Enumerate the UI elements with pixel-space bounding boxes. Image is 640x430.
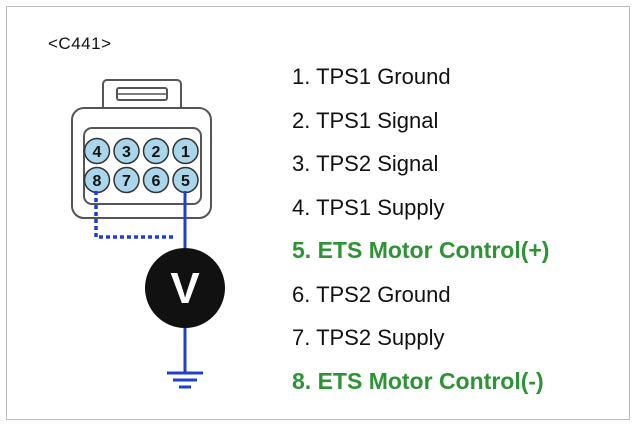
voltmeter-symbol: V: [170, 264, 200, 313]
pin-item-1: 1. TPS1 Ground: [292, 64, 451, 89]
pin-2-circle: [142, 137, 170, 165]
voltmeter-icon: V: [145, 248, 225, 328]
pin-6-circle: [142, 166, 170, 194]
pin-item-4: 4. TPS1 Supply: [292, 194, 445, 220]
pin-function-list: 1. TPS1 Ground 2. TPS1 Signal 3. TPS2 Si…: [292, 58, 549, 406]
pin-item-6: 6. TPS2 Ground: [292, 281, 451, 307]
pin-3-label: 3: [122, 144, 131, 161]
pin-item-8: 8. ETS Motor Control(-): [292, 367, 544, 394]
pin-4-circle: [83, 137, 111, 165]
connector-code-label: <C441>: [48, 34, 112, 53]
pin-item-2: 2. TPS1 Signal: [292, 107, 439, 133]
pin-5-label: 5: [181, 173, 190, 190]
connector-latch: [102, 79, 182, 113]
pin-1-label: 1: [181, 144, 190, 161]
pin-item-5: 5. ETS Motor Control(+): [292, 237, 550, 263]
pin-8-label: 8: [93, 173, 102, 190]
pin-4-label: 4: [93, 144, 102, 161]
pin-item-7: 7. TPS2 Supply: [292, 325, 445, 350]
ground-icon: [167, 371, 203, 389]
connector-pin-cavity: [83, 127, 202, 205]
pin8-probe-wire: [94, 191, 176, 239]
pin-1-circle: [172, 137, 199, 165]
connector-pins: 4 3 2 1 8 7 6 5: [83, 137, 199, 194]
pin-2-label: 2: [152, 144, 161, 161]
pin-7-circle: [113, 166, 140, 194]
pin-item-3: 3. TPS2 Signal: [292, 151, 439, 176]
pin-7-label: 7: [122, 173, 131, 190]
pin-6-label: 6: [152, 173, 161, 190]
pin-3-circle: [113, 137, 140, 165]
